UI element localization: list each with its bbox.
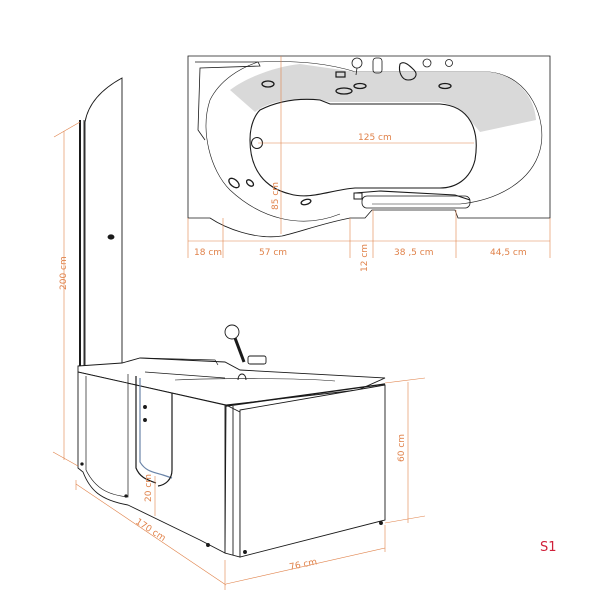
dim-seg-5: 44,5 cm <box>490 248 527 258</box>
dim-seg-3: 12 cm <box>360 244 370 272</box>
dim-seg-1: 18 cm <box>194 248 222 258</box>
perspective-view <box>77 77 386 558</box>
dim-seg-4: 38 ,5 cm <box>394 248 433 258</box>
dim-depth: 76 cm <box>289 557 318 573</box>
dim-width: 85 cm <box>271 182 281 210</box>
perspective-dimensions <box>52 121 426 590</box>
dim-height-screen: 200 cm <box>59 256 69 290</box>
dim-inner-length: 125 cm <box>358 133 392 143</box>
dim-seg-2: 57 cm <box>259 248 287 258</box>
dim-height-tub: 60 cm <box>397 434 407 462</box>
figure-label: S1 <box>540 540 557 555</box>
dim-step-height: 20 cm <box>144 474 154 502</box>
top-view-dimensions <box>187 56 551 258</box>
top-view <box>187 55 551 238</box>
